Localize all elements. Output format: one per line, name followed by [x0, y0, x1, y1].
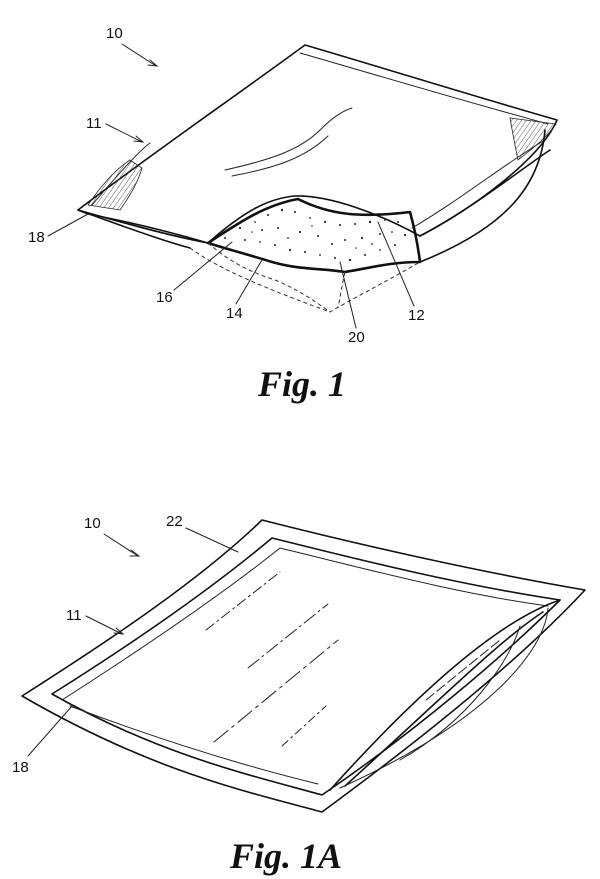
- figure-1a: 10 22 11 18 Fig. 1A: [12, 513, 586, 876]
- ref-11: 11: [86, 115, 102, 132]
- reference-labels: 10 22 11 18: [12, 513, 239, 776]
- ref-10: 10: [84, 515, 101, 532]
- figure-1: 10 11 18 16 14 20 12 Fig. 1: [28, 25, 558, 404]
- pouch-drawing: [77, 44, 558, 313]
- ref-20: 20: [348, 329, 365, 346]
- ref-11: 11: [66, 607, 82, 624]
- figure-caption: Fig. 1A: [229, 836, 342, 876]
- ref-14: 14: [226, 305, 243, 322]
- reference-labels: 10 11 18 16 14 20 12: [28, 25, 425, 346]
- figure-caption: Fig. 1: [257, 364, 346, 404]
- ref-22: 22: [166, 513, 183, 530]
- ref-12: 12: [408, 307, 425, 324]
- ref-10: 10: [106, 25, 123, 42]
- ref-16: 16: [156, 289, 173, 306]
- ref-18: 18: [12, 759, 29, 776]
- sealed-pouch-drawing: [21, 519, 586, 813]
- ref-18: 18: [28, 229, 45, 246]
